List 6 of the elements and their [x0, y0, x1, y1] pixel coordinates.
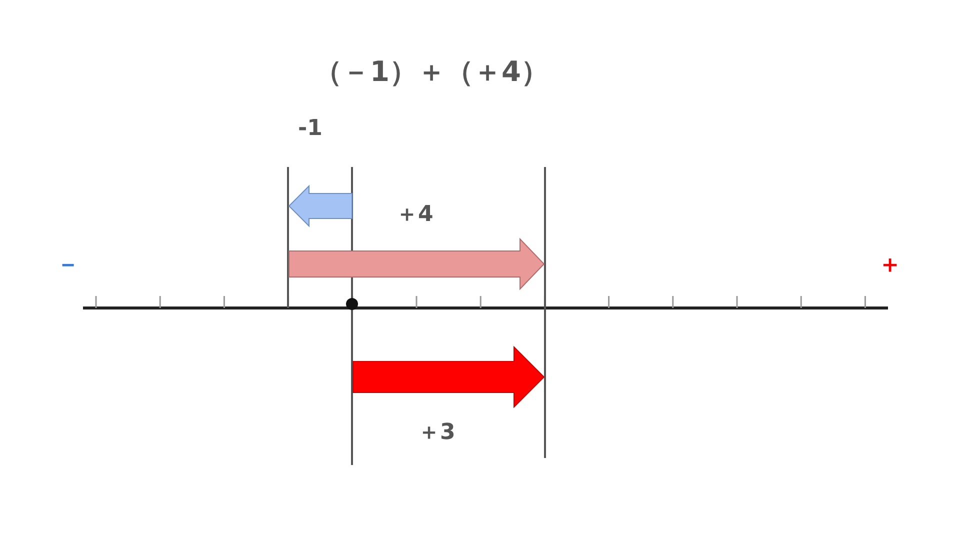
value-label: ＋3: [418, 422, 456, 444]
title: （－1）＋（＋4）: [314, 58, 549, 86]
value-label: ＋4: [396, 204, 434, 226]
value-label: -1: [298, 118, 322, 140]
negative-sign: －: [56, 252, 80, 276]
positive-sign: ＋: [878, 252, 902, 276]
